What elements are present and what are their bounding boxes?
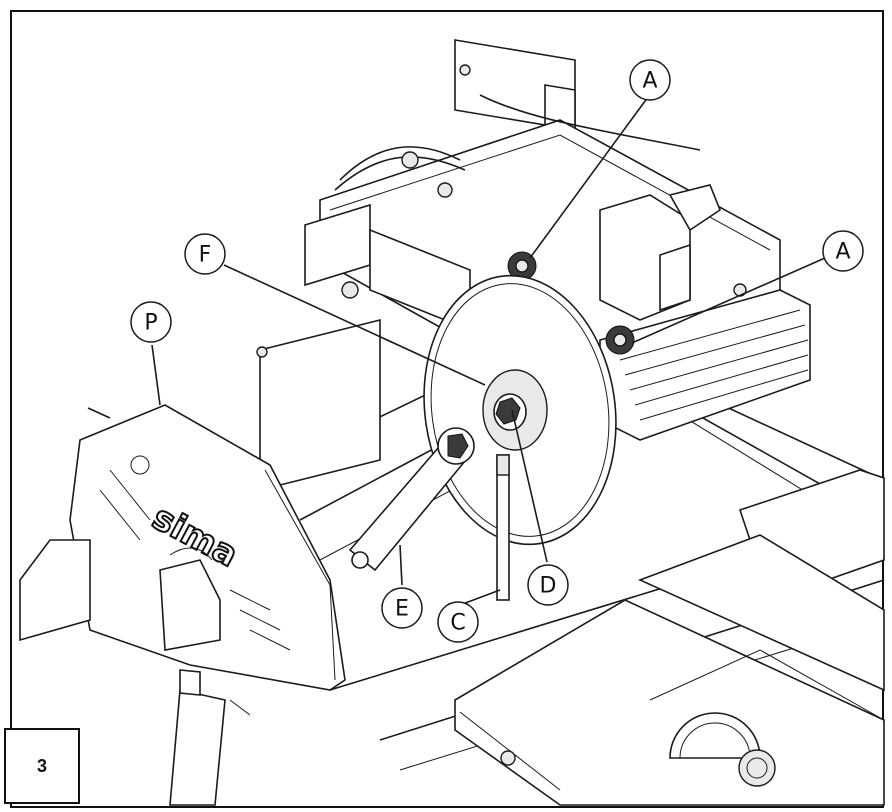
- callout-label: A: [835, 240, 850, 265]
- callout-A-upper: A: [629, 59, 671, 101]
- callout-label: C: [450, 611, 465, 636]
- wrench: [348, 427, 475, 572]
- splash-guard: [256, 228, 471, 492]
- callout-F: F: [184, 233, 226, 275]
- figure-frame: [10, 10, 884, 808]
- locking-pin: [496, 454, 510, 601]
- callout-label: F: [199, 243, 212, 268]
- callout-C: C: [437, 601, 479, 643]
- motor-assembly: [304, 39, 811, 441]
- callout-label: E: [395, 597, 409, 622]
- machine-legs: [169, 669, 251, 806]
- callout-D: D: [527, 564, 569, 606]
- callout-label: A: [642, 69, 657, 94]
- figure-number-box: 3: [4, 728, 80, 804]
- callout-label: P: [144, 311, 157, 336]
- callout-A-right: A: [822, 230, 864, 272]
- blade-guard-housing: sima: [19, 404, 346, 691]
- figure-number: 3: [36, 755, 47, 776]
- callout-P: P: [130, 301, 172, 343]
- callout-leaders: [151, 96, 826, 606]
- callout-E: E: [381, 587, 423, 629]
- callout-label: D: [540, 574, 557, 599]
- sliding-table: [454, 469, 885, 806]
